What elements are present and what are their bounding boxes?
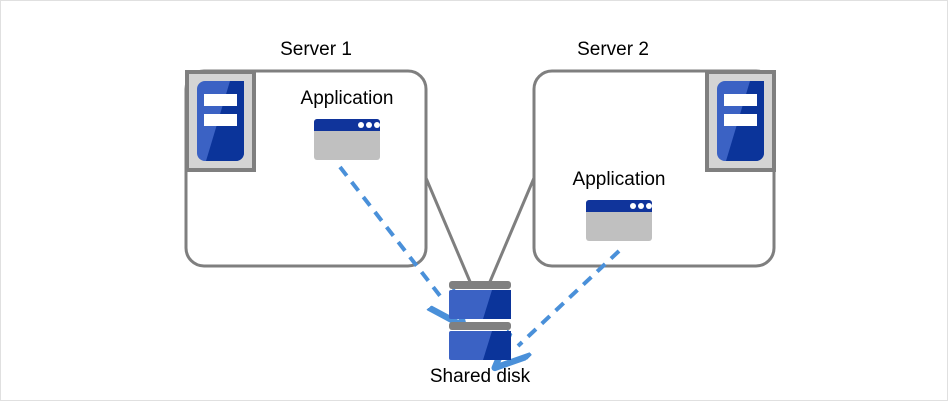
server-icon-2[interactable] xyxy=(705,70,776,172)
shared-disk-label: Shared disk xyxy=(429,366,531,387)
dashed-arrow-app2-to-disk xyxy=(518,249,621,346)
connector-server2-to-disk xyxy=(487,176,536,286)
server-icon-1[interactable] xyxy=(185,70,256,172)
server1-title-label: Server 1 xyxy=(280,39,352,60)
application2-label: Application xyxy=(572,169,666,190)
application-window-icon-2[interactable] xyxy=(586,200,652,241)
application-window-icon-1[interactable] xyxy=(314,119,380,160)
connector-server1-to-disk xyxy=(424,176,473,286)
shared-disk-icon[interactable] xyxy=(449,281,511,360)
server2-title-label: Server 2 xyxy=(577,39,649,60)
application1-label: Application xyxy=(300,88,394,109)
dashed-arrow-app1-to-disk xyxy=(338,165,444,301)
